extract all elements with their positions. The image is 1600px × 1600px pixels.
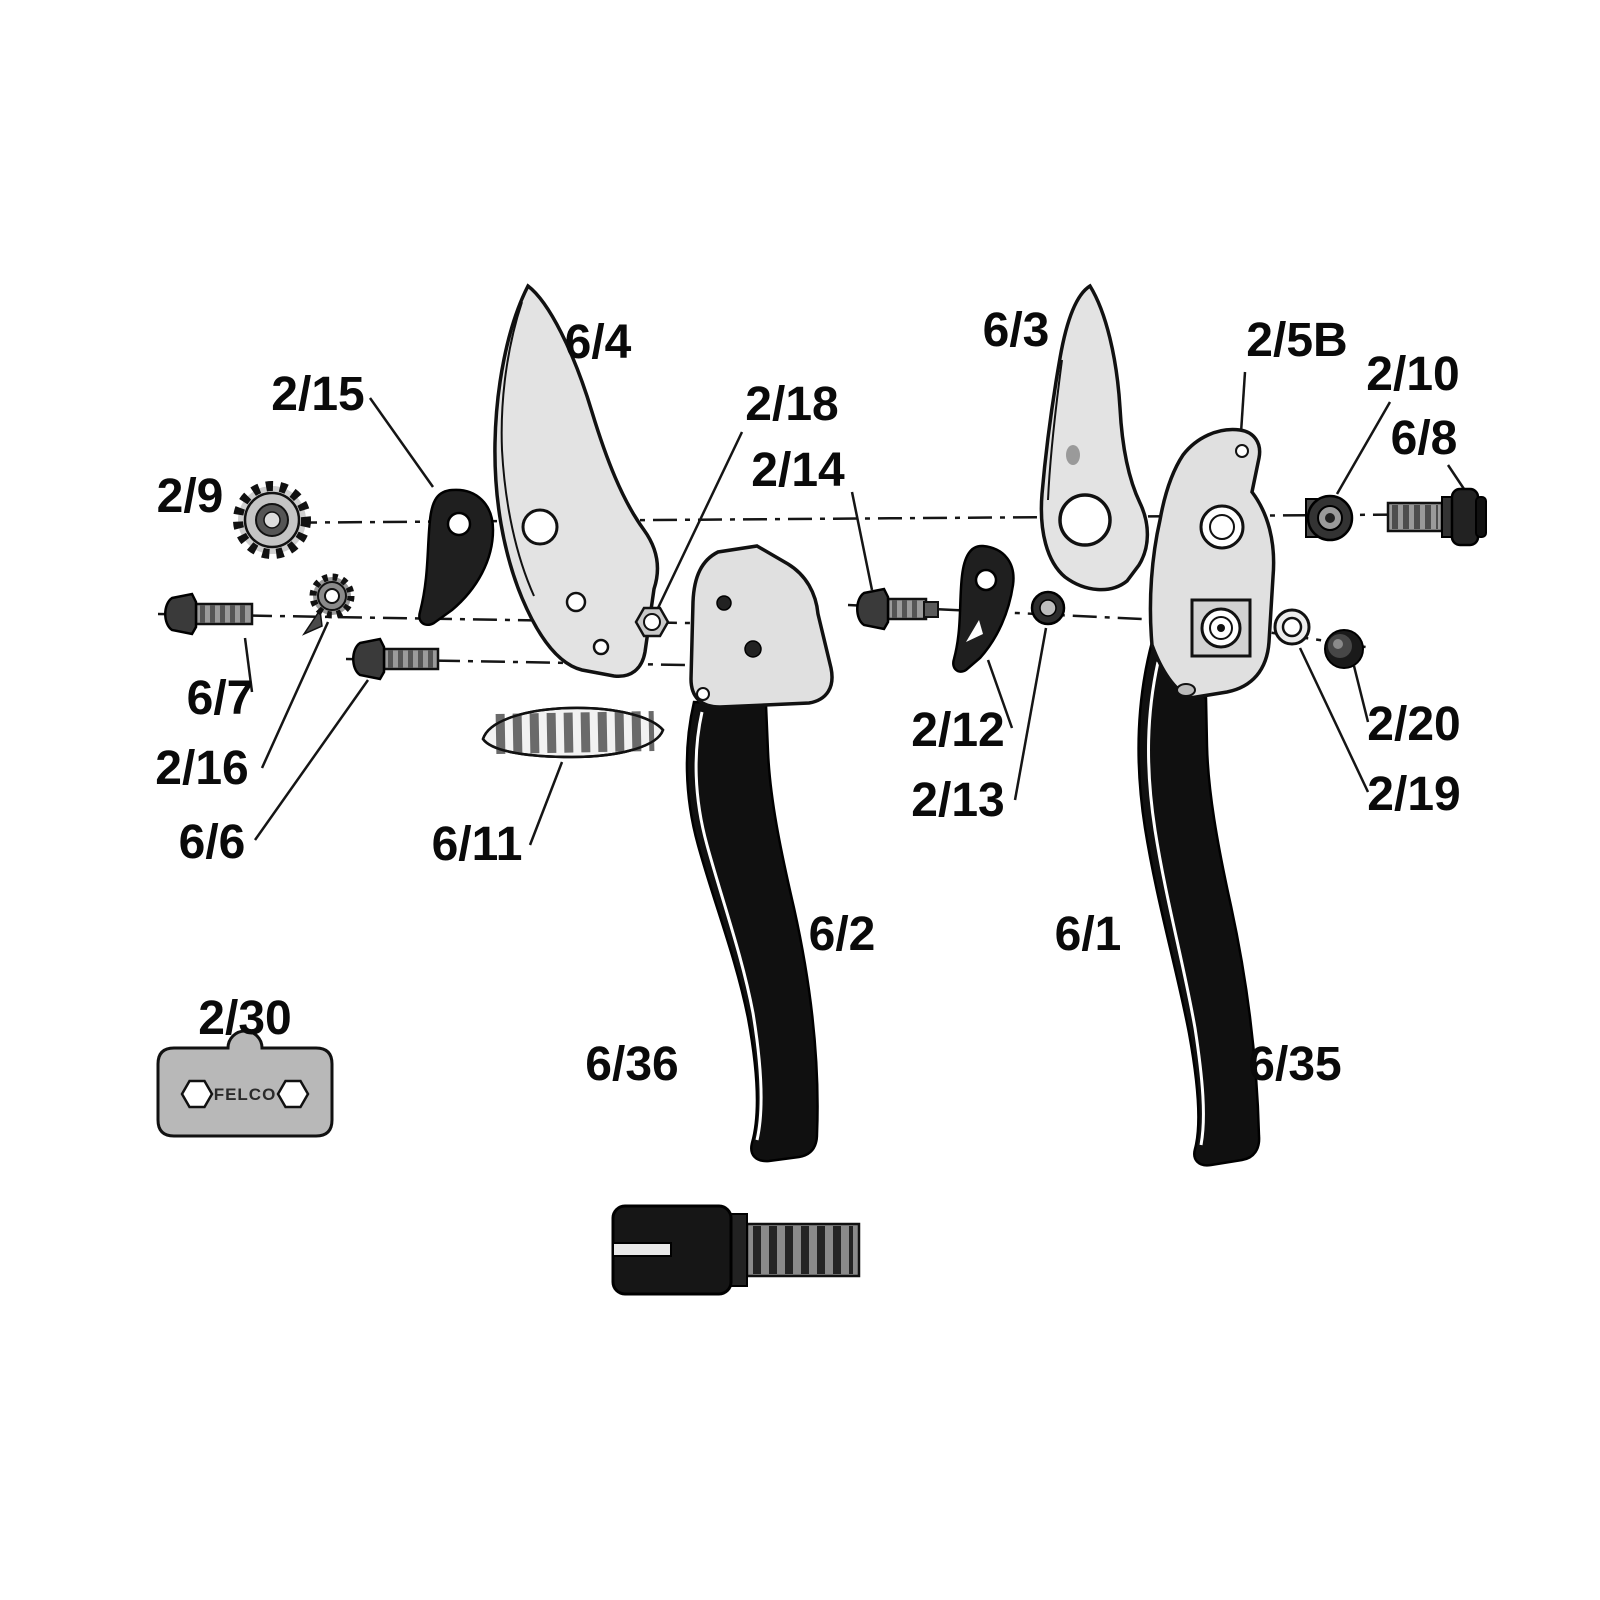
- label-2-20: 2/20: [1367, 698, 1460, 751]
- part-labels: 6/4 2/15 2/9 2/18 2/14 6/3 2/5B 2/10 6/8…: [155, 304, 1460, 1091]
- part-toothed-segment-2-16: [301, 573, 355, 636]
- part-cam-plate-2-12: [952, 544, 1015, 673]
- label-2-13: 2/13: [911, 774, 1004, 827]
- bolt-slot: [612, 1242, 672, 1257]
- part-cam-plate-2-15: [418, 488, 495, 627]
- leader-2-10: [1335, 401, 1392, 495]
- part-bushing-2-10: [1305, 494, 1354, 542]
- label-6-7: 6/7: [187, 672, 254, 725]
- part-nut-2-13: [1030, 590, 1066, 626]
- main-pivot-axis: [247, 512, 1476, 525]
- label-2-16: 2/16: [155, 742, 248, 795]
- leader-2-13: [1013, 627, 1048, 801]
- label-6-3: 6/3: [983, 304, 1050, 357]
- label-6-35: 6/35: [1248, 1038, 1341, 1091]
- part-nut-2-18: [634, 606, 670, 638]
- blade-stamp-mark: [1066, 445, 1080, 465]
- label-2-18: 2/18: [745, 378, 838, 431]
- part-left-handle-6-2: [685, 544, 834, 1163]
- leader-2-20: [1352, 665, 1370, 723]
- label-6-8: 6/8: [1391, 412, 1458, 465]
- leader-2-15: [368, 397, 435, 488]
- part-bolt-2-14: [856, 587, 939, 631]
- part-knurled-nut-2-9: [233, 481, 311, 559]
- label-6-36: 6/36: [585, 1038, 678, 1091]
- leader-2-16: [260, 621, 330, 769]
- label-2-10: 2/10: [1366, 348, 1459, 401]
- leader-2-12: [986, 659, 1014, 729]
- part-washer-2-19: [1273, 608, 1311, 646]
- right-handle-pinstripe: [1147, 661, 1205, 1146]
- leader-6-6: [253, 679, 370, 841]
- left-handle-pinstripe: [694, 711, 763, 1141]
- left-handle-head: [689, 544, 834, 709]
- label-2-30: 2/30: [198, 992, 291, 1045]
- label-6-6: 6/6: [179, 816, 246, 869]
- lower-left-axis: [157, 612, 746, 626]
- part-bolt-6-6: [352, 637, 440, 681]
- part-plate-2-30: FELCO: [156, 1029, 334, 1138]
- part-bolt-6-7: [164, 592, 254, 636]
- label-2-14: 2/14: [751, 444, 845, 497]
- label-6-4: 6/4: [565, 316, 632, 369]
- leader-6-8: [1446, 464, 1468, 493]
- label-6-1: 6/1: [1055, 908, 1122, 961]
- part-cutting-blade-6-4: [493, 283, 660, 678]
- leader-lines: [243, 371, 1468, 846]
- right-handle-head-2-5B: [1148, 427, 1276, 700]
- leader-2-14: [850, 491, 874, 591]
- label-6-2: 6/2: [809, 908, 876, 961]
- leader-6-7: [243, 637, 254, 693]
- part-right-handle-6-1: [1137, 427, 1276, 1167]
- part-spring-6-11: [481, 706, 665, 759]
- label-2-15: 2/15: [271, 368, 364, 421]
- part-center-bolt: [611, 1204, 861, 1296]
- leader-6-11: [528, 761, 564, 846]
- part-counter-blade-6-3: [1039, 283, 1150, 592]
- label-2-9: 2/9: [157, 470, 224, 523]
- leader-2-18: [656, 431, 744, 609]
- leader-2-19: [1298, 647, 1370, 793]
- part-screw-6-8: [1386, 487, 1487, 547]
- label-2-5B: 2/5B: [1246, 314, 1347, 367]
- left-handle-grip: [685, 700, 819, 1163]
- part-cap-nut-2-20: [1324, 629, 1364, 669]
- felco-brand-stamp: FELCO: [214, 1085, 277, 1104]
- label-2-19: 2/19: [1367, 768, 1460, 821]
- label-2-12: 2/12: [911, 704, 1004, 757]
- label-6-11: 6/11: [432, 818, 523, 871]
- right-handle-grip: [1137, 638, 1261, 1167]
